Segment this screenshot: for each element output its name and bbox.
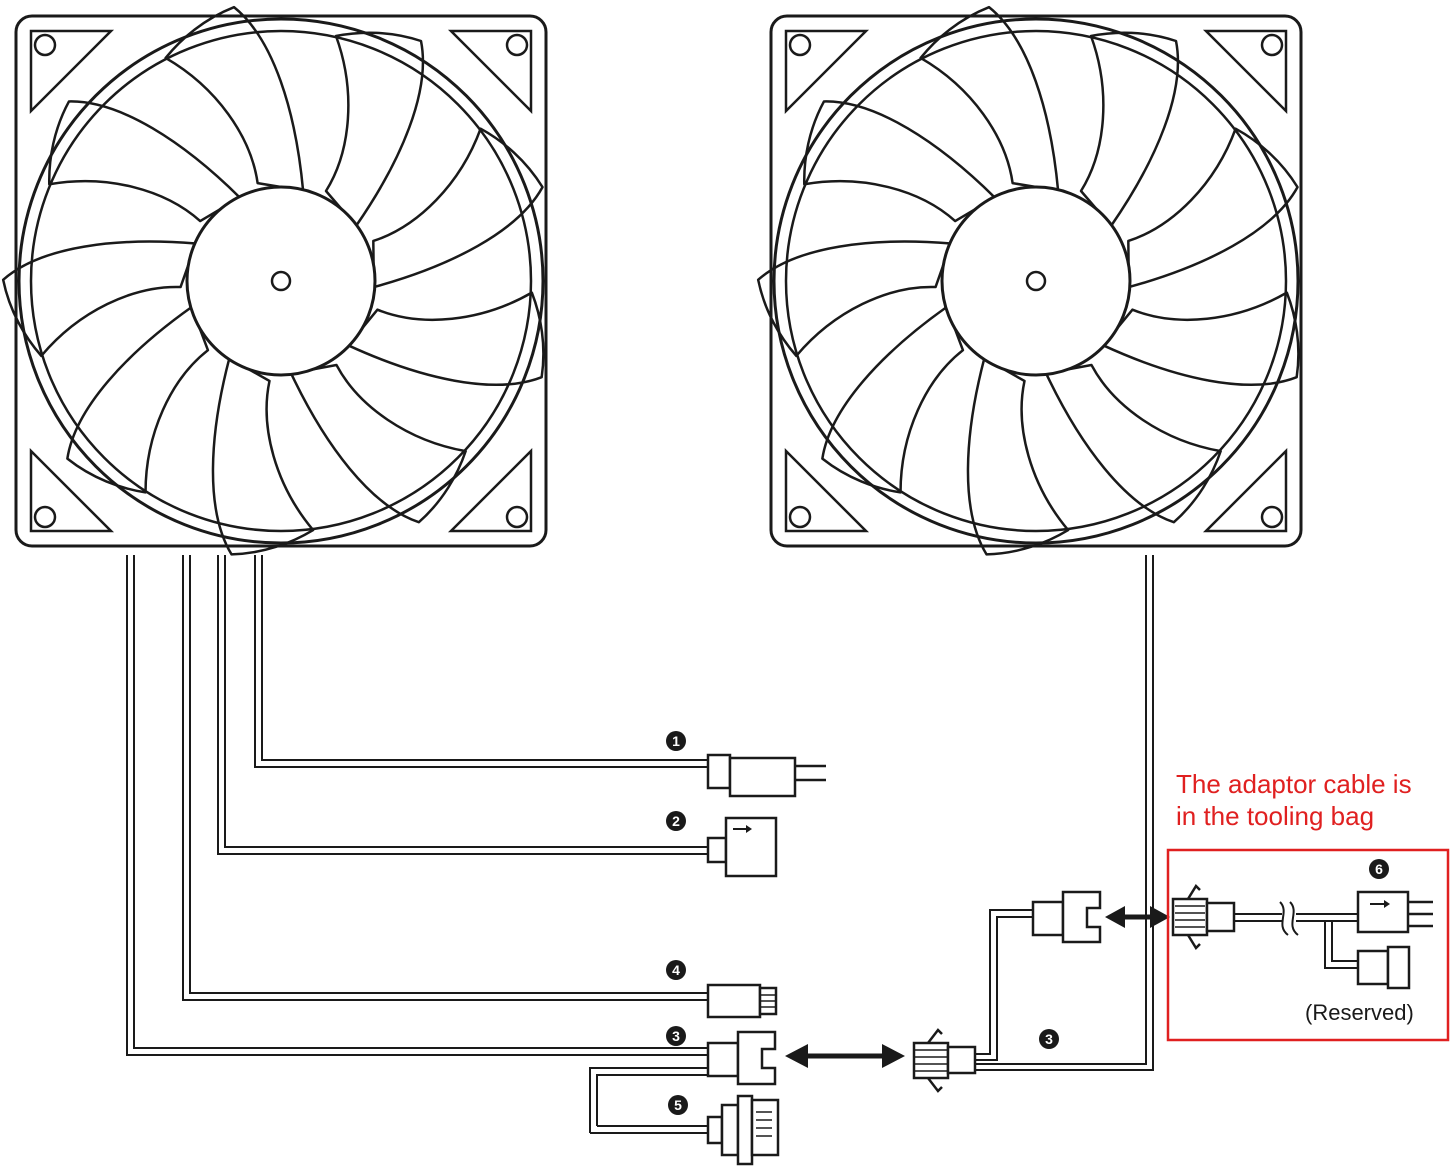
marker-3-left: 3 [666,1026,686,1046]
reserved-label: (Reserved) [1305,1000,1414,1025]
marker-5: 5 [668,1095,688,1115]
hub-cables [975,555,1154,1071]
marker-6-label: 6 [1375,861,1383,877]
connector-2-plug [706,816,778,878]
marker-4-label: 4 [672,962,680,978]
adaptor-cable [1171,883,1433,990]
marker-5-label: 5 [674,1097,682,1113]
connector-3-hub-plug [1031,890,1102,944]
adaptor-box [1166,848,1450,1042]
marker-1-label: 1 [672,733,680,749]
fan-right [748,0,1307,565]
adaptor-note-line-2: in the tooling bag [1176,801,1374,831]
marker-4: 4 [666,960,686,980]
connector-1-plug [706,753,826,798]
marker-6: 6 [1369,859,1389,879]
marker-2: 2 [666,811,686,831]
connector-3-left-plug [706,1030,777,1086]
left-fan-cables [126,555,720,1134]
marker-1: 1 [666,731,686,751]
connection-arrow-bottom [785,1044,905,1068]
marker-3-right-label: 3 [1045,1031,1053,1047]
marker-2-label: 2 [672,813,680,829]
connector-5-plug [706,1094,780,1166]
connection-arrow-top [1105,906,1170,928]
connector-4-plug [706,983,778,1019]
adaptor-note-line-1: The adaptor cable is [1176,769,1412,799]
hub-connector [912,1028,977,1093]
marker-3-right: 3 [1039,1029,1059,1049]
fan-left [0,0,552,565]
marker-3-left-label: 3 [672,1028,680,1044]
